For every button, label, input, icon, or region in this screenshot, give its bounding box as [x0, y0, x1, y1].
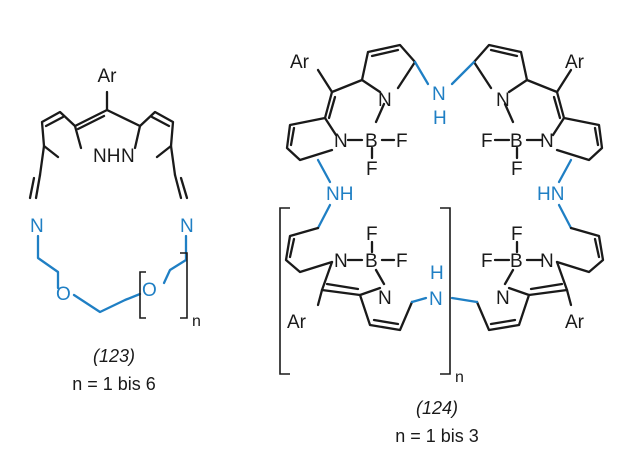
compound-123-label: (123)	[93, 346, 135, 366]
compound-124-structure	[279, 43, 605, 375]
compound-124-n-tl-upper: N	[378, 90, 392, 111]
compound-123-oxygen-left: O	[56, 284, 71, 305]
compound-123-ar-label: Ar	[98, 66, 118, 87]
compound-124-n-tl-lower: N	[334, 131, 348, 152]
compound-124-bridge-hn-right: HN	[537, 184, 564, 205]
compound-124-bridge-n-bottom: N	[429, 289, 443, 310]
compound-124-bridge-h-top: H	[433, 108, 447, 129]
compound-124-f-bl-right: F	[396, 251, 408, 272]
compound-123-oxygen-right: O	[142, 280, 157, 301]
compound-124-n-tr-lower: N	[540, 131, 554, 152]
compound-124-f-br-left: F	[481, 251, 493, 272]
compound-124-label: (124)	[416, 398, 458, 418]
compound-123-subscript-n: n	[192, 313, 201, 330]
compound-124-bridge-h-bottom: H	[430, 263, 444, 284]
compound-124-n-tr-upper: N	[496, 90, 510, 111]
compound-124-f-tl-bottom: F	[366, 159, 378, 180]
compound-124-n-bl-upper: N	[334, 251, 348, 272]
compound-124-bridge-nh-left: NH	[326, 184, 353, 205]
compound-124-ar-bottom-right: Ar	[565, 312, 585, 333]
compound-124-ar-bottom-left: Ar	[287, 312, 307, 333]
compound-123-n-label: N	[121, 146, 135, 167]
compound-124-f-tr-left: F	[481, 131, 493, 152]
compound-124-f-br-top: F	[511, 224, 523, 245]
compound-124-b-tr: B	[510, 131, 523, 152]
compound-124-bridge-n-top: N	[432, 84, 446, 105]
compound-123-nh-label: NH	[93, 146, 120, 167]
compound-124-f-tr-bottom: F	[511, 159, 523, 180]
compound-123-imine-n-right: N	[180, 216, 194, 237]
compound-124-f-tl-right: F	[396, 131, 408, 152]
compound-124-n-br-lower: N	[496, 288, 510, 309]
compound-124-b-bl: B	[365, 251, 378, 272]
compound-123-range: n = 1 bis 6	[72, 374, 156, 394]
compound-124-ar-top-right: Ar	[565, 52, 585, 73]
compound-124-ar-top-left: Ar	[290, 52, 310, 73]
compound-124-n-bl-lower: N	[378, 288, 392, 309]
compound-124-subscript-n: n	[455, 369, 464, 386]
compound-124-b-tl: B	[365, 131, 378, 152]
compound-124-n-br-upper: N	[540, 251, 554, 272]
compound-123-imine-n-left: N	[30, 216, 44, 237]
compound-124-f-bl-top: F	[366, 224, 378, 245]
compound-123-structure	[28, 90, 189, 319]
compound-124-b-br: B	[510, 251, 523, 272]
compound-124-range: n = 1 bis 3	[395, 426, 479, 446]
